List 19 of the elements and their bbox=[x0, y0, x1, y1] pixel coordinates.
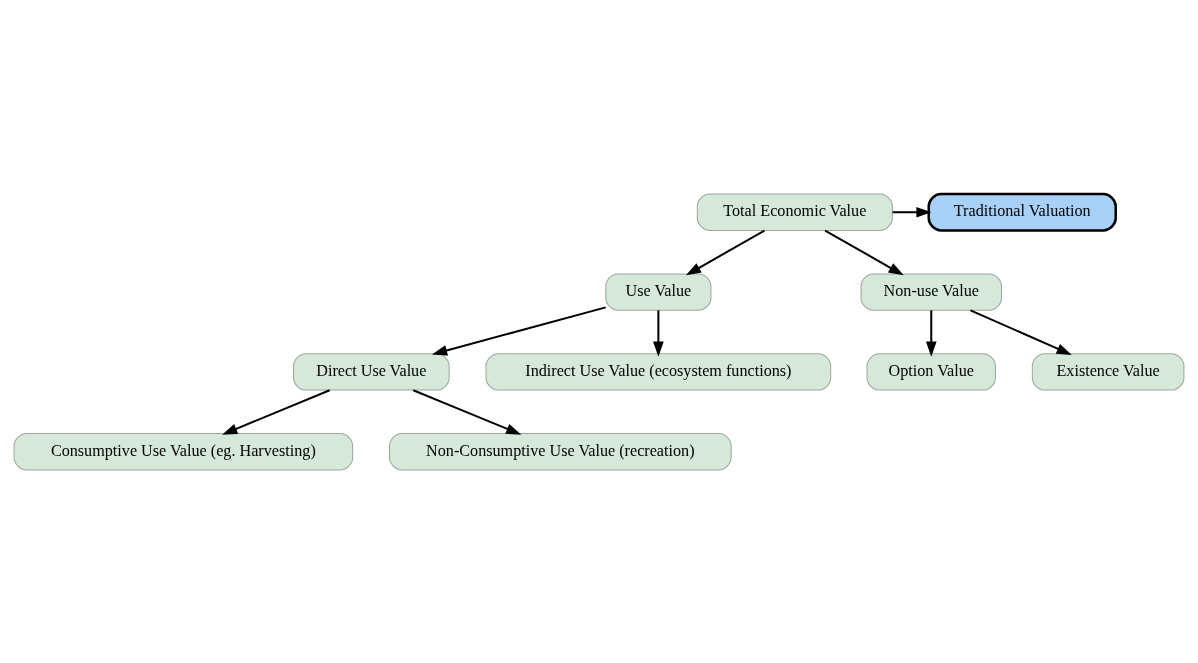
node-box: Traditional Valuation bbox=[927, 192, 1117, 232]
node-box: Non-use Value bbox=[860, 272, 1002, 311]
arrow bbox=[653, 309, 664, 357]
node-box: Consumptive Use Value (eg. Harvesting) bbox=[13, 432, 354, 470]
arrow bbox=[970, 308, 1072, 355]
arrow bbox=[824, 229, 904, 275]
arrow bbox=[222, 388, 330, 435]
arrow bbox=[685, 229, 766, 275]
node-box: Total Economic Value bbox=[696, 193, 893, 231]
node-box: Existence Value bbox=[1031, 352, 1185, 391]
node-box: Indirect Use Value (ecosystem functions) bbox=[485, 352, 832, 391]
arrow bbox=[412, 388, 522, 435]
node-box: Non-Consumptive Use Value (recreation) bbox=[389, 432, 732, 470]
node-box: Option Value bbox=[866, 352, 996, 391]
arrow bbox=[892, 206, 932, 218]
arrow bbox=[925, 309, 937, 357]
node-box: Direct Use Value bbox=[293, 352, 450, 391]
node-box: Use Value bbox=[605, 272, 712, 311]
arrow bbox=[432, 305, 606, 356]
